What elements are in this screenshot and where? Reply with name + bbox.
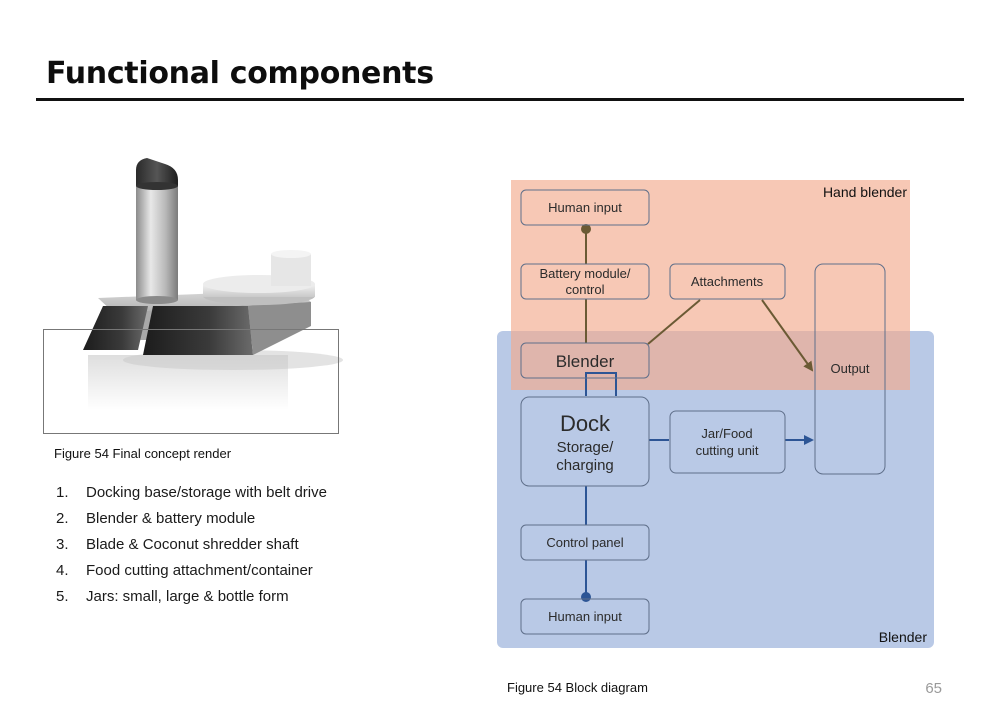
human-input-top-node <box>520 189 650 226</box>
blender-region-label: Blender <box>879 629 928 645</box>
human-input-top-label: Human input <box>548 200 622 215</box>
battery-module-label-line2: control <box>565 282 604 297</box>
list-number: 3. <box>56 536 69 553</box>
concept-render-image <box>83 158 343 410</box>
list-text: Food cutting attachment/container <box>86 562 313 579</box>
blender-region <box>497 331 934 648</box>
dock-label-line1: Storage/ <box>557 439 615 456</box>
list-item: 3. Blade & Coconut shredder shaft <box>56 532 356 558</box>
list-number: 5. <box>56 588 69 605</box>
attachments-node <box>669 263 786 300</box>
blender-node-label: Blender <box>556 352 615 371</box>
render-caption: Figure 54 Final concept render <box>54 446 232 461</box>
dock-node <box>520 396 650 487</box>
link-attachments-blender <box>647 299 701 345</box>
list-item: 4. Food cutting attachment/container <box>56 558 356 584</box>
link-attachments-output <box>761 299 814 372</box>
list-item: 2. Blender & battery module <box>56 506 356 532</box>
hand-blender-region-label: Hand blender <box>823 184 907 200</box>
link-blender-dock <box>585 372 617 396</box>
list-text: Blade & Coconut shredder shaft <box>86 536 299 553</box>
link-node-dot <box>581 224 591 234</box>
list-item: 5. Jars: small, large & bottle form <box>56 584 356 610</box>
human-input-bottom-node <box>520 598 650 635</box>
human-input-bottom-label: Human input <box>548 609 622 624</box>
blender-node <box>520 342 650 379</box>
attachments-label: Attachments <box>691 274 764 289</box>
list-item: 1. Docking base/storage with belt drive <box>56 480 356 506</box>
list-text: Jars: small, large & bottle form <box>86 588 289 605</box>
jar-cutting-unit-node <box>669 410 786 474</box>
output-node <box>814 263 886 475</box>
list-text: Docking base/storage with belt drive <box>86 484 327 501</box>
list-number: 4. <box>56 562 69 579</box>
link-node-dot <box>581 592 591 602</box>
dock-title: Dock <box>560 411 611 436</box>
list-number: 1. <box>56 484 69 501</box>
render-frame <box>43 329 339 434</box>
dock-label-line2: charging <box>556 457 614 474</box>
page-title: Functional components <box>46 56 434 91</box>
list-number: 2. <box>56 510 69 527</box>
jar-label-line2: cutting unit <box>696 443 759 458</box>
hand-blender-region <box>511 180 910 390</box>
control-panel-node <box>520 524 650 561</box>
title-divider <box>36 98 964 101</box>
output-label: Output <box>830 361 869 376</box>
page-number: 65 <box>925 680 942 697</box>
battery-module-node <box>520 263 650 300</box>
jar-label-line1: Jar/Food <box>701 426 752 441</box>
diagram-caption: Figure 54 Block diagram <box>507 680 648 695</box>
battery-module-label-line1: Battery module/ <box>539 266 630 281</box>
feature-list: 1. Docking base/storage with belt drive 2… <box>56 480 356 610</box>
control-panel-label: Control panel <box>546 535 623 550</box>
list-text: Blender & battery module <box>86 510 256 527</box>
